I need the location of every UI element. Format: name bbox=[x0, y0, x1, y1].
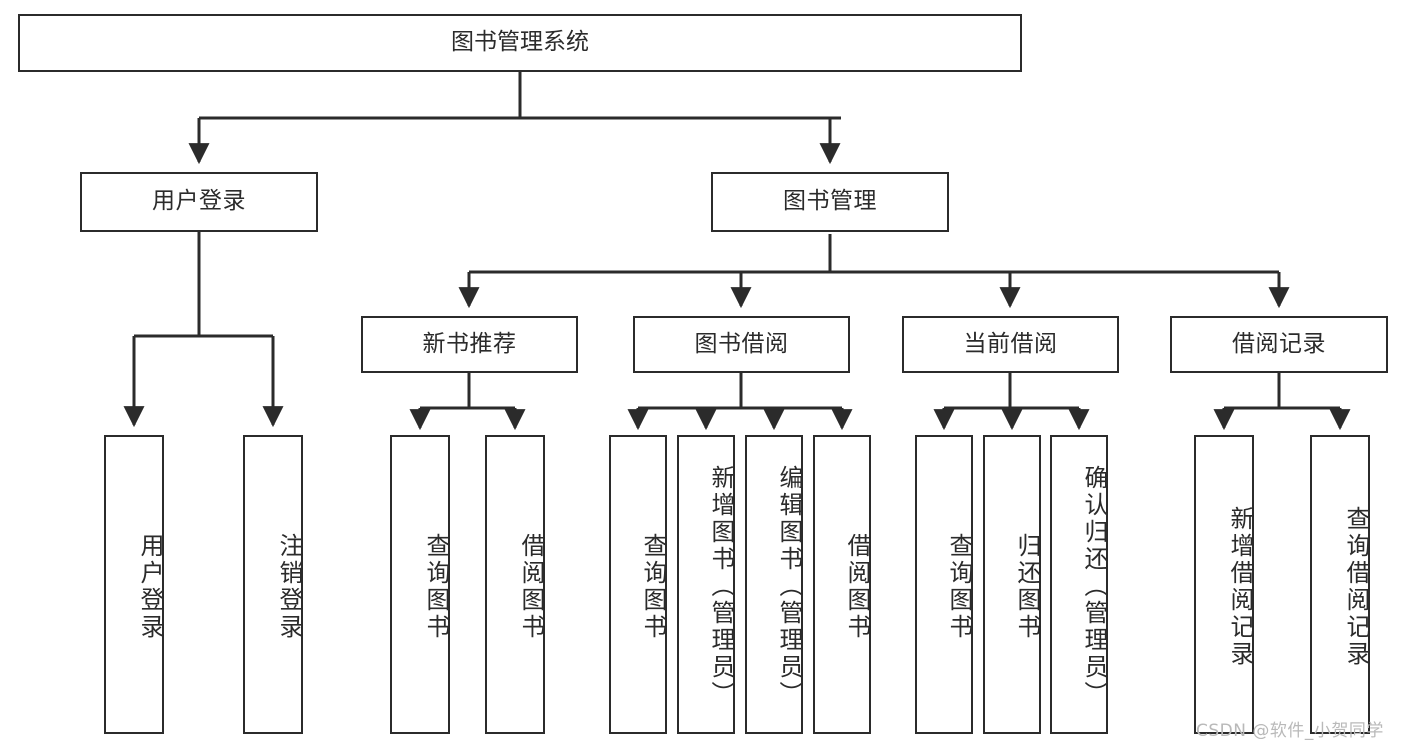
node-label: 确认归还（管理员） bbox=[1080, 465, 1108, 708]
node-leaf-add-borrow-record[interactable]: 新增借阅记录 bbox=[1194, 435, 1254, 734]
node-label: 新增图书（管理员） bbox=[707, 465, 735, 708]
node-leaf-user-login[interactable]: 用户登录 bbox=[104, 435, 164, 734]
node-label: 图书借阅 bbox=[694, 330, 789, 357]
node-label: 图书管理 bbox=[783, 188, 877, 215]
node-leaf-confirm-return-admin[interactable]: 确认归还（管理员） bbox=[1050, 435, 1108, 734]
node-label: 借阅图书 bbox=[517, 532, 545, 641]
node-root[interactable]: 图书管理系统 bbox=[18, 14, 1022, 72]
node-leaf-query-book-2[interactable]: 查询图书 bbox=[609, 435, 667, 734]
node-label: 注销登录 bbox=[275, 532, 303, 641]
node-leaf-query-book-3[interactable]: 查询图书 bbox=[915, 435, 973, 734]
node-label: 当前借阅 bbox=[963, 330, 1058, 357]
node-label: 图书管理系统 bbox=[451, 29, 589, 56]
node-leaf-user-logout[interactable]: 注销登录 bbox=[243, 435, 303, 734]
node-book-borrow[interactable]: 图书借阅 bbox=[633, 316, 850, 373]
node-leaf-add-book-admin[interactable]: 新增图书（管理员） bbox=[677, 435, 735, 734]
node-label: 新增借阅记录 bbox=[1226, 505, 1254, 668]
node-leaf-borrow-book-2[interactable]: 借阅图书 bbox=[813, 435, 871, 734]
node-label: 新书推荐 bbox=[422, 330, 517, 357]
node-user-login[interactable]: 用户登录 bbox=[80, 172, 318, 232]
node-borrow-record[interactable]: 借阅记录 bbox=[1170, 316, 1388, 373]
node-label: 归还图书 bbox=[1013, 532, 1041, 641]
node-label: 查询图书 bbox=[422, 532, 450, 641]
node-label: 用户登录 bbox=[136, 532, 164, 641]
node-leaf-query-borrow-record[interactable]: 查询借阅记录 bbox=[1310, 435, 1370, 734]
node-current-borrow[interactable]: 当前借阅 bbox=[902, 316, 1119, 373]
node-new-book-recommend[interactable]: 新书推荐 bbox=[361, 316, 578, 373]
node-leaf-edit-book-admin[interactable]: 编辑图书（管理员） bbox=[745, 435, 803, 734]
node-label: 查询借阅记录 bbox=[1342, 505, 1370, 668]
node-label: 借阅图书 bbox=[843, 532, 871, 641]
node-leaf-return-book[interactable]: 归还图书 bbox=[983, 435, 1041, 734]
node-leaf-query-book-1[interactable]: 查询图书 bbox=[390, 435, 450, 734]
node-label: 查询图书 bbox=[639, 532, 667, 641]
node-label: 查询图书 bbox=[945, 532, 973, 641]
node-label: 用户登录 bbox=[152, 188, 246, 215]
node-label: 编辑图书（管理员） bbox=[775, 465, 803, 708]
node-book-manage[interactable]: 图书管理 bbox=[711, 172, 949, 232]
node-leaf-borrow-book-1[interactable]: 借阅图书 bbox=[485, 435, 545, 734]
node-label: 借阅记录 bbox=[1232, 330, 1326, 357]
